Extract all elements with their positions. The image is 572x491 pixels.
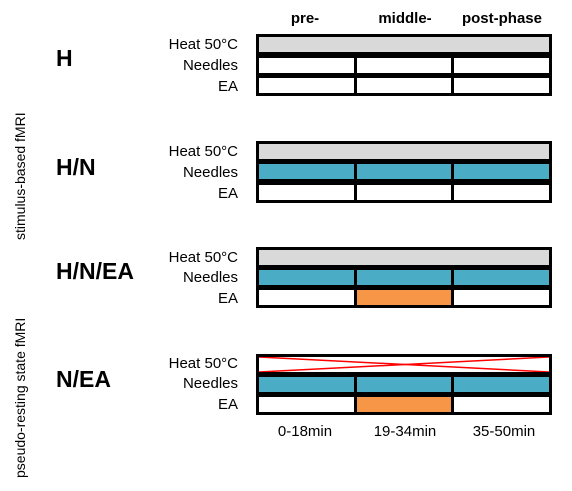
needles-bar (256, 161, 552, 182)
side-label-stimulus: stimulus-based fMRI (12, 112, 28, 240)
side-label-resting: pseudo-resting state fMRI (12, 317, 28, 478)
needles-bar (256, 374, 552, 395)
phase-header-post: post-phase (461, 10, 542, 27)
ea-bar (256, 394, 552, 415)
needles-bar (256, 267, 552, 288)
condition-label-h-n-ea: H/N/EA (56, 258, 134, 284)
row-label-heat: Heat 50°C (168, 249, 238, 266)
row-label-needles: Needles (182, 164, 238, 181)
phase-header-middle: middle- (378, 10, 432, 27)
condition-label-h: H (56, 45, 73, 71)
condition-label-h-n: H/N (56, 154, 96, 180)
needles-bar (256, 55, 552, 76)
row-label-needles: Needles (182, 269, 238, 286)
row-label-heat: Heat 50°C (168, 36, 238, 53)
row-label-heat: Heat 50°C (168, 143, 238, 160)
time-label-post: 35-50min (472, 423, 536, 440)
phase-header-pre: pre- (290, 10, 320, 27)
row-label-ea: EA (217, 290, 238, 307)
time-label-middle: 19-34min (373, 423, 437, 440)
heat-bar (256, 141, 552, 162)
row-label-ea: EA (217, 396, 238, 413)
heat-bar-crossed (256, 354, 552, 375)
ea-bar (256, 75, 552, 96)
row-label-heat: Heat 50°C (168, 355, 238, 372)
row-label-ea: EA (217, 78, 238, 95)
row-label-needles: Needles (182, 375, 238, 392)
heat-bar (256, 34, 552, 55)
cross-out-icon (259, 357, 549, 372)
row-label-needles: Needles (182, 57, 238, 74)
heat-bar (256, 247, 552, 268)
time-label-pre: 0-18min (277, 423, 333, 440)
ea-bar (256, 182, 552, 203)
condition-label-n-ea: N/EA (56, 366, 111, 392)
row-label-ea: EA (217, 185, 238, 202)
ea-bar (256, 287, 552, 308)
